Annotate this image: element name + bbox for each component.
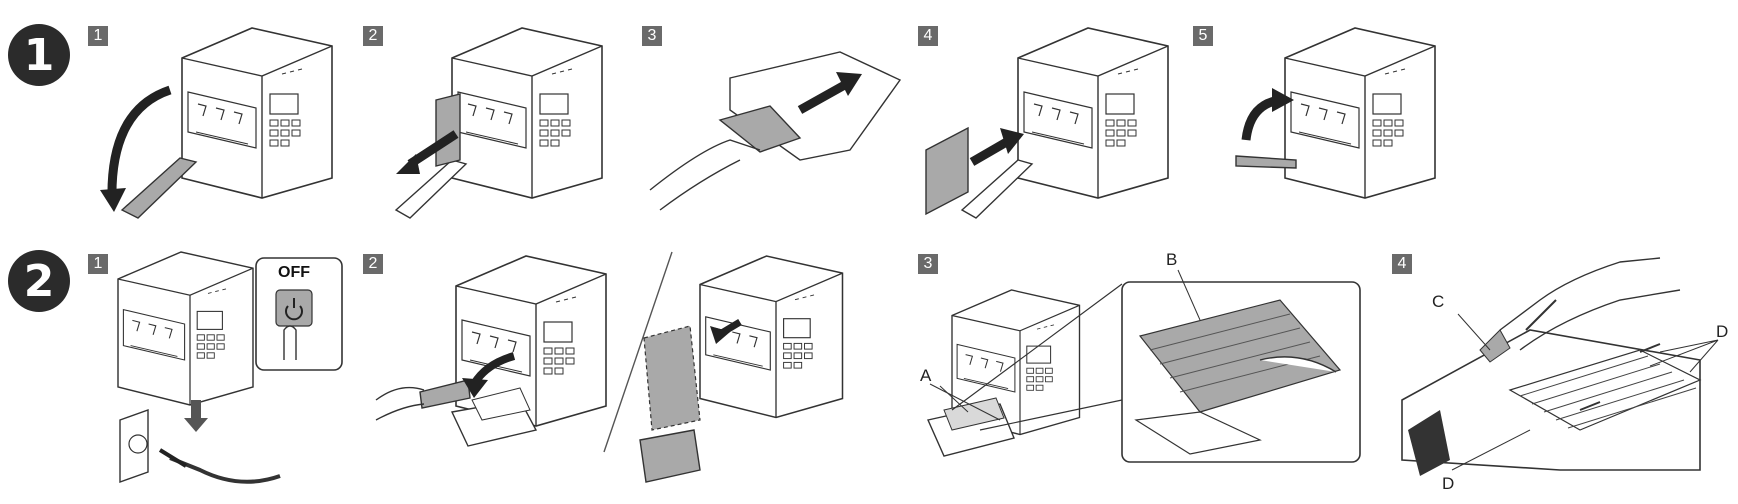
illustration-2-2b xyxy=(639,255,844,483)
illustration-1-1 xyxy=(100,27,333,219)
step-number-1-3: 3 xyxy=(642,26,662,46)
step-number-1-2: 2 xyxy=(363,26,383,46)
section-badge-2: 2 xyxy=(8,250,70,312)
leader-d1 xyxy=(1649,339,1719,373)
step-number-1-1: 1 xyxy=(88,26,108,46)
callout-b: B xyxy=(1166,250,1178,269)
callout-a: A xyxy=(920,366,932,385)
callout-c: C xyxy=(1432,292,1445,311)
leader-c xyxy=(1457,313,1491,351)
step-number-1-4: 4 xyxy=(918,26,938,46)
divider-line xyxy=(603,251,673,453)
callout-d2: D xyxy=(1442,474,1455,493)
illustration-2-1 xyxy=(117,251,343,484)
step-number-2-4: 4 xyxy=(1392,254,1412,274)
illustration-1-2 xyxy=(394,27,603,219)
leader-a xyxy=(939,385,969,413)
illustration-1-5 xyxy=(1235,27,1436,199)
section-badge-1: 1 xyxy=(8,24,70,86)
illustration-2-3 xyxy=(927,269,1361,463)
illustration-1-3 xyxy=(649,51,902,211)
step-number-2-3: 3 xyxy=(918,254,938,274)
illustration-1-4 xyxy=(925,27,1169,219)
step-number-2-1: 1 xyxy=(88,254,108,274)
off-label: OFF xyxy=(278,264,310,281)
step-number-1-5: 5 xyxy=(1193,26,1213,46)
callout-d1: D xyxy=(1716,322,1729,341)
leader-d2 xyxy=(1451,429,1531,471)
illustration-2-2a xyxy=(375,255,607,447)
step-number-2-2: 2 xyxy=(363,254,383,274)
illustration-2-4 xyxy=(1401,257,1702,476)
